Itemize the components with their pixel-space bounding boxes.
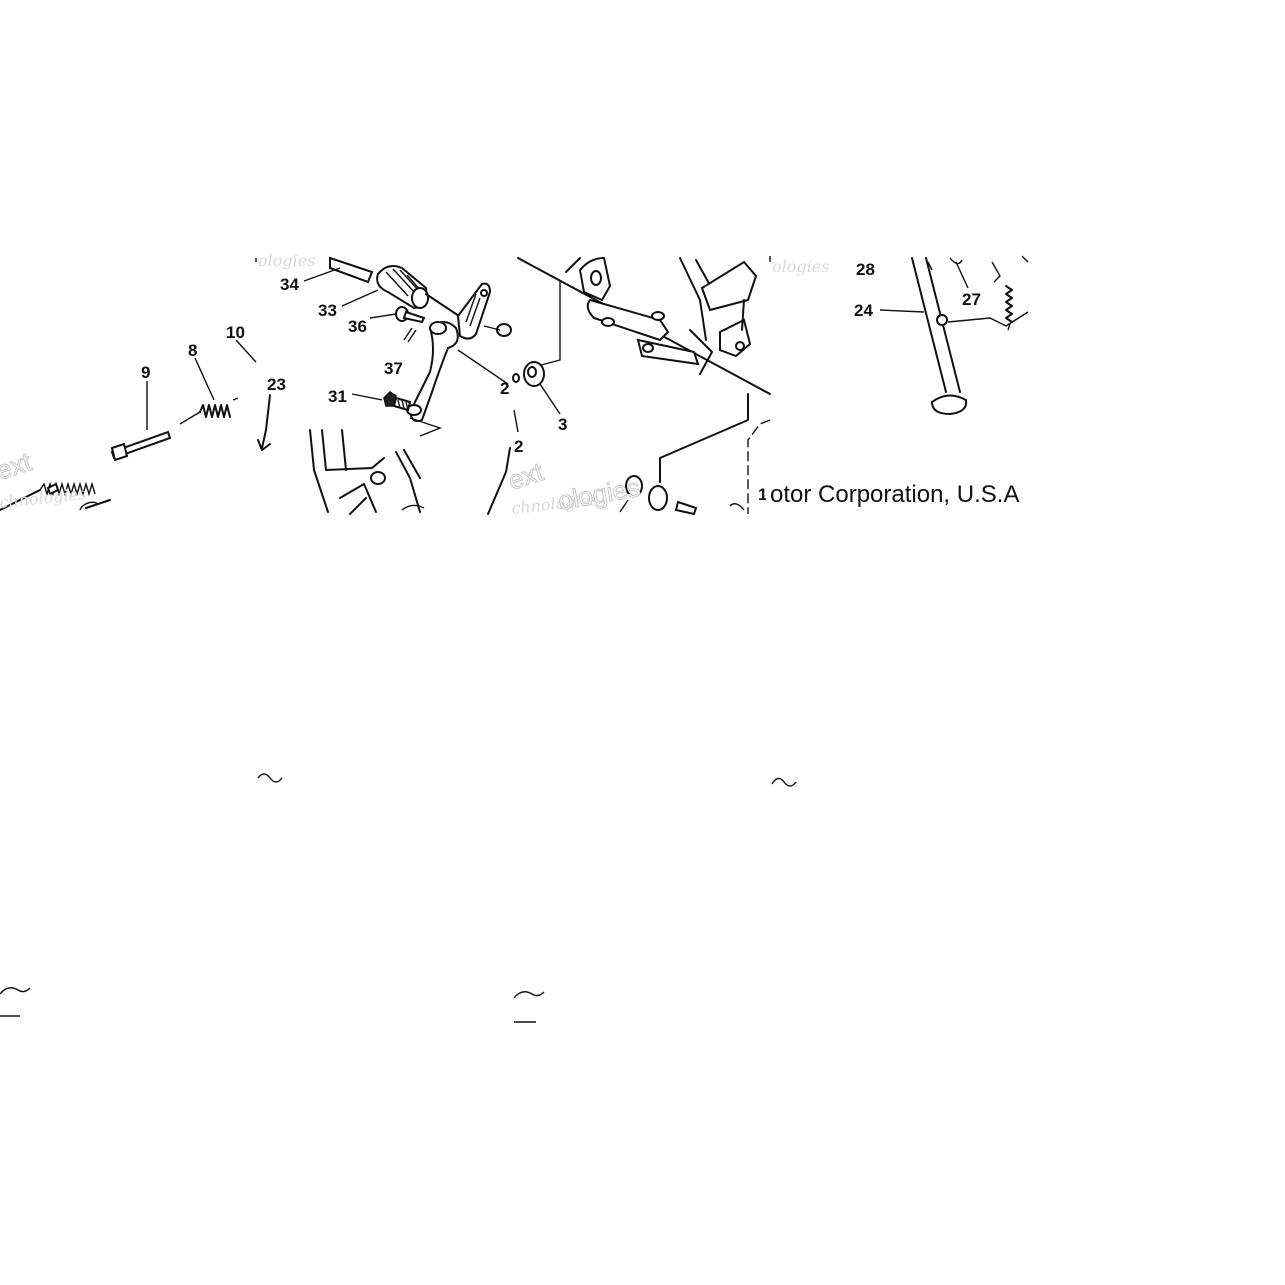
middle-right-tile — [517, 256, 771, 516]
watermark-text: ologies — [556, 472, 642, 516]
brake-pedal-part — [406, 282, 492, 437]
sidestand-spring-part — [1005, 285, 1013, 331]
callout-2-lower: 2 — [514, 437, 523, 456]
callout-8: 8 — [188, 341, 197, 360]
left-tile — [0, 339, 257, 511]
copyright-backdrop — [766, 482, 1028, 508]
frame-section — [257, 394, 511, 515]
callout-3: 3 — [558, 415, 567, 434]
frame-casting — [565, 256, 758, 375]
bolt-part — [383, 391, 412, 412]
nut-part — [496, 323, 512, 337]
callout-36: 36 — [348, 317, 367, 336]
callout-9: 9 — [141, 363, 150, 382]
callout-24: 24 — [854, 301, 873, 320]
watermark-text: ologies — [772, 257, 829, 276]
residual-artifacts — [0, 773, 797, 1023]
spring-part — [179, 397, 239, 425]
spacer-part — [523, 361, 545, 387]
lower-bolt-parts — [619, 475, 745, 516]
cotter-pin-part — [403, 327, 417, 343]
middle-left-tile — [257, 256, 520, 515]
footpeg-rubber-part — [376, 265, 469, 323]
callout-31: 31 — [328, 387, 347, 406]
callout-37: 37 — [384, 359, 403, 378]
watermark-text: chnologies — [0, 484, 87, 512]
shaft-part — [110, 430, 172, 462]
washer-part — [512, 373, 520, 383]
watermark-text: ologies — [258, 251, 315, 270]
threaded-rod-part — [0, 481, 96, 511]
callout-27: 27 — [962, 290, 981, 309]
callout-33: 33 — [318, 301, 337, 320]
copyright-text: otor Corporation, U.S.A — [770, 481, 1019, 508]
callout-23: 23 — [267, 375, 286, 394]
bar-part — [329, 256, 374, 284]
clevis-pin-part — [395, 306, 426, 324]
callout-2-upper: 2 — [500, 379, 509, 398]
callout-34: 34 — [280, 275, 299, 294]
callout-labels: 34 33 36 37 31 10 9 8 23 2 2 3 28 27 24 … — [141, 260, 981, 504]
callout-10: 10 — [226, 323, 245, 342]
callout-28: 28 — [856, 260, 875, 279]
tile-edges — [255, 256, 771, 262]
sidestand-part — [911, 257, 1029, 416]
watermark-text: ext — [505, 456, 548, 495]
watermark-text: ext — [0, 446, 36, 485]
right-tile — [879, 255, 1029, 416]
